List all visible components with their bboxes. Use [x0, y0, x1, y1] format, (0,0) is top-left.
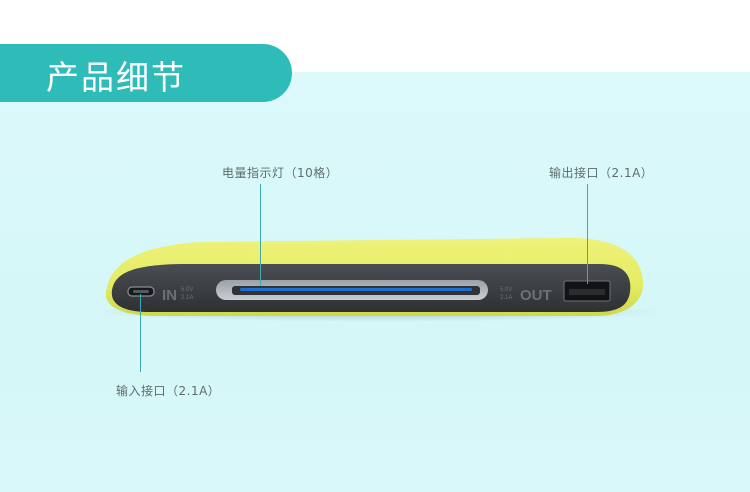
indicator-callout-line	[260, 184, 261, 286]
in-spec-bottom: 2.1A	[181, 295, 193, 301]
usb-output-tongue	[569, 289, 605, 295]
battery-indicator-light	[240, 288, 472, 291]
out-spec-top: 5.0V	[500, 287, 512, 293]
section-title: 产品细节	[46, 58, 186, 97]
out-spec-bottom: 2.1A	[500, 295, 512, 301]
in-label: IN	[162, 287, 177, 304]
out-label: OUT	[520, 287, 552, 304]
input-callout-label: 输入接口（2.1A）	[116, 384, 221, 398]
section-title-banner	[0, 44, 292, 102]
indicator-callout-label: 电量指示灯（10格）	[222, 166, 339, 180]
micro-usb-pin	[133, 290, 149, 293]
in-spec-top: 5.0V	[181, 287, 193, 293]
input-callout-line	[140, 294, 141, 372]
output-callout-label: 输出接口（2.1A）	[549, 166, 654, 180]
output-callout-line	[587, 184, 588, 284]
